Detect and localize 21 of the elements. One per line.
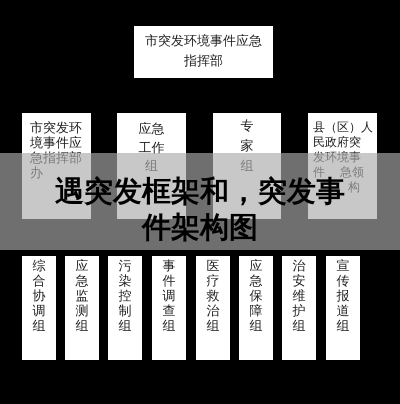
box-label: 市突发环境事件应急指挥部 xyxy=(144,33,263,71)
box-label: 治安维护组 xyxy=(292,259,306,334)
box-label: 应急监测组 xyxy=(76,259,88,334)
box-label: 构 xyxy=(348,180,360,194)
group-box xyxy=(65,256,99,360)
group-box xyxy=(196,256,230,360)
group-box xyxy=(22,256,56,360)
box-label: 事件调查组 xyxy=(162,259,176,334)
box-label: 应急工作组 xyxy=(138,121,166,176)
box-label: 医疗救治组 xyxy=(206,259,220,334)
box-label: 专家组 xyxy=(240,118,254,176)
command-box xyxy=(134,26,273,78)
box-label: 宣传报道组 xyxy=(336,259,350,334)
group-box xyxy=(108,256,142,360)
group-box xyxy=(239,256,273,360)
group-box xyxy=(282,256,316,360)
group-box xyxy=(326,256,360,360)
box-label: 污染控制组 xyxy=(118,259,132,334)
group-box xyxy=(152,256,186,360)
box-label: 应急保障组 xyxy=(250,259,262,334)
box-label: 综合协调组 xyxy=(32,259,46,334)
